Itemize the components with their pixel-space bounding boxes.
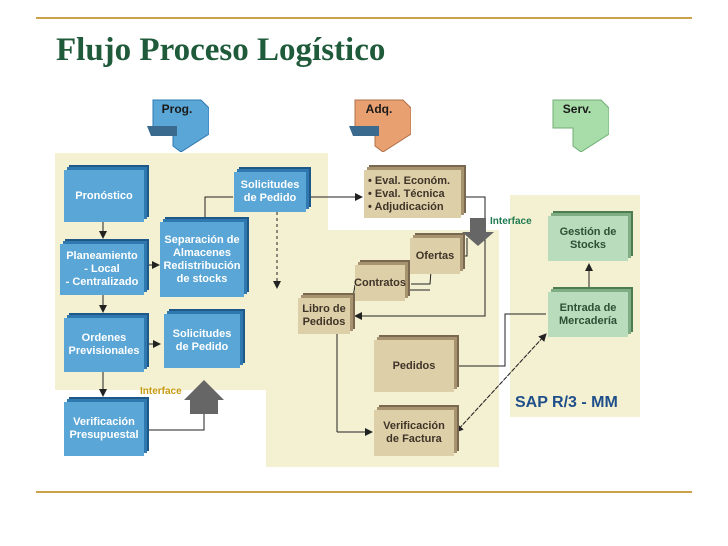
box-separacion-almacenes: Separación de Almacenes Redistribución d… [160,222,244,297]
box-solicitudes-pedido-bottom: Solicitudes de Pedido [164,314,240,368]
box-verificacion-presupuestal: Verificación Presupuestal [64,402,144,456]
interface-label-right: Interface [490,216,532,227]
box-evaluacion: • Eval. Económ. • Eval. Técnica • Adjudi… [364,170,461,218]
phase-tab-serv: Serv. [547,96,610,157]
phase-label-adq: Adq. [365,102,393,116]
bottom-rule [36,491,692,493]
phase-label-serv: Serv. [562,102,592,116]
box-verificacion-factura: Verificación de Factura [374,410,454,456]
box-pronostico: Pronóstico [64,170,144,222]
top-rule [36,17,692,19]
box-gestion-stocks: Gestión de Stocks [548,216,628,261]
interface-arrow-right-icon [462,218,494,246]
page-title: Flujo Proceso Logístico [56,32,386,68]
box-ordenes-previsionales: Ordenes Previsionales [64,318,144,372]
box-planeamiento: Planeamiento - Local - Centralizado [60,244,144,295]
phase-tab-adq: Adq. [349,96,412,157]
interface-label-left: Interface [140,386,182,397]
box-entrada-mercaderia: Entrada de Mercadería [548,292,628,337]
box-ofertas: Ofertas [410,238,460,274]
sap-label: SAP R/3 - MM [515,394,618,411]
box-pedidos: Pedidos [374,340,454,392]
phase-label-prog: Prog. [161,102,193,116]
interface-arrow-left-icon [184,380,224,414]
box-libro-pedidos: Libro de Pedidos [298,298,350,334]
phase-tab-prog: Prog. [147,96,210,157]
box-solicitudes-pedido-top: Solicitudes de Pedido [234,172,306,212]
box-contratos: Contratos [354,265,406,301]
